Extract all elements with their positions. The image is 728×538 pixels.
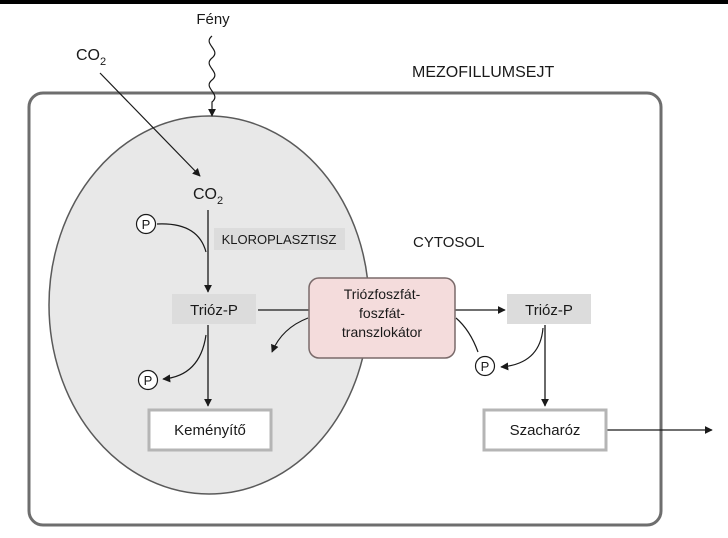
starch-box	[147, 408, 273, 452]
sucrose-label: Szacharóz	[510, 422, 581, 439]
translocator-label-line2: foszfát-	[359, 305, 405, 321]
starch-label: Keményítő	[174, 422, 246, 439]
mesophyll-cell-outline	[27, 91, 663, 527]
translocator-box	[308, 277, 456, 359]
light-wave-arrow	[208, 35, 216, 117]
co2-uptake-arrow	[99, 72, 201, 177]
phosphate-label-2: P	[144, 373, 153, 388]
translocator-label-line3: transzlokátor	[342, 324, 422, 340]
triose-p-cytosol-label: Trióz-P	[525, 302, 573, 319]
kloroplasztisz-label: KLOROPLASZTISZ	[222, 232, 337, 247]
phosphate-circle-chloroplast-in: P	[135, 213, 157, 235]
co2-outside-label: CO2	[76, 47, 106, 68]
mesophyll-cell-label: MEZOFILLUMSEJT	[412, 64, 554, 81]
translocator-label-line1: Triózfoszfát-	[344, 286, 421, 302]
light-label: Fény	[196, 11, 230, 28]
cytosol-phosphate-return-arc	[455, 317, 479, 353]
kloroplasztisz-label-box	[214, 228, 345, 250]
phosphate-circle-chloroplast-out: P	[137, 369, 159, 391]
cytosol-label: CYTOSOL	[413, 234, 484, 251]
co2-inside-label: CO2	[193, 186, 223, 207]
phosphate-join-arc	[156, 223, 207, 253]
phosphate-import-arc	[271, 317, 309, 353]
phosphate-label-3: P	[481, 359, 490, 374]
phosphate-release-arc-chloroplast	[162, 334, 207, 383]
triose-p-chloroplast-label: Trióz-P	[190, 302, 238, 319]
triose-p-cytosol-box	[507, 294, 591, 324]
sucrose-box	[482, 408, 608, 452]
phosphate-circle-cytosol: P	[474, 355, 496, 377]
cytosol-phosphate-release-arc	[500, 327, 544, 371]
triose-p-chloroplast-box	[172, 294, 256, 324]
phosphate-label-1: P	[142, 217, 151, 232]
top-border-bar	[0, 0, 728, 4]
